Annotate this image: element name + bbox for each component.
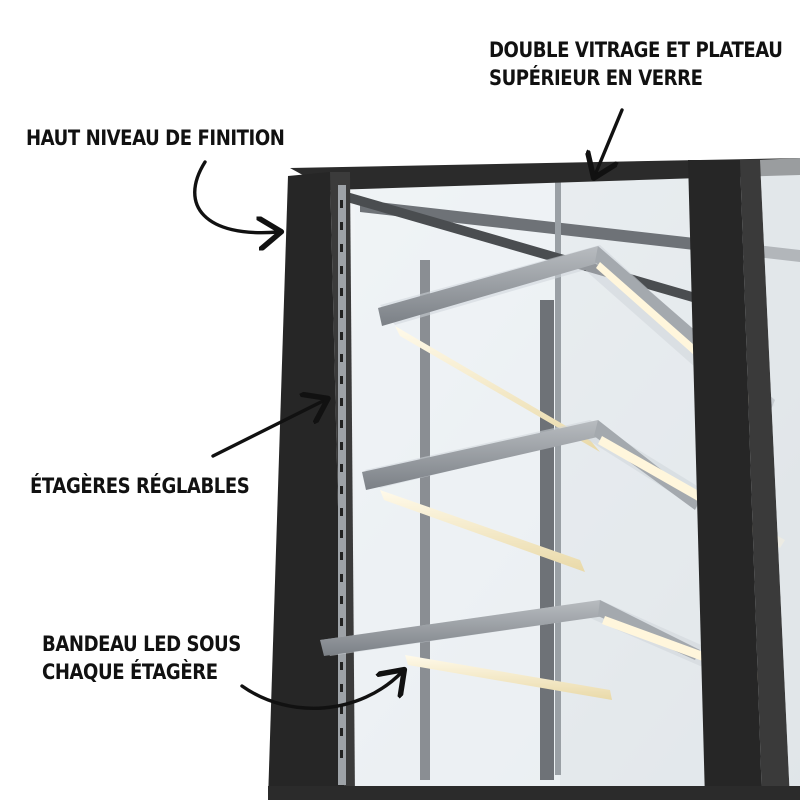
straight-arrow-icon <box>211 400 325 458</box>
label-led-strip-line2: chaque étagère <box>42 660 218 684</box>
straight-arrow-icon <box>595 108 624 175</box>
curved-arrow-icon <box>193 160 278 233</box>
right-post <box>688 158 800 800</box>
label-led-strip: Bandeau LED sous chaque étagère <box>42 630 241 686</box>
label-led-strip-line1: Bandeau LED sous <box>42 632 241 656</box>
label-finish: Haut niveau de finition <box>26 124 285 152</box>
label-double-glazing: Double vitrage et plateau supérieur en v… <box>489 36 783 92</box>
label-adjustable-shelves: Étagères réglables <box>30 472 250 500</box>
label-double-glazing-line2: supérieur en verre <box>489 66 703 90</box>
label-adjustable-shelves-text: Étagères réglables <box>30 474 250 498</box>
rear-frame <box>360 175 800 780</box>
label-finish-text: Haut niveau de finition <box>26 126 285 150</box>
curved-arrow-icon <box>240 672 402 711</box>
bottom-frame <box>268 786 800 800</box>
label-double-glazing-line1: Double vitrage et plateau <box>489 38 783 62</box>
